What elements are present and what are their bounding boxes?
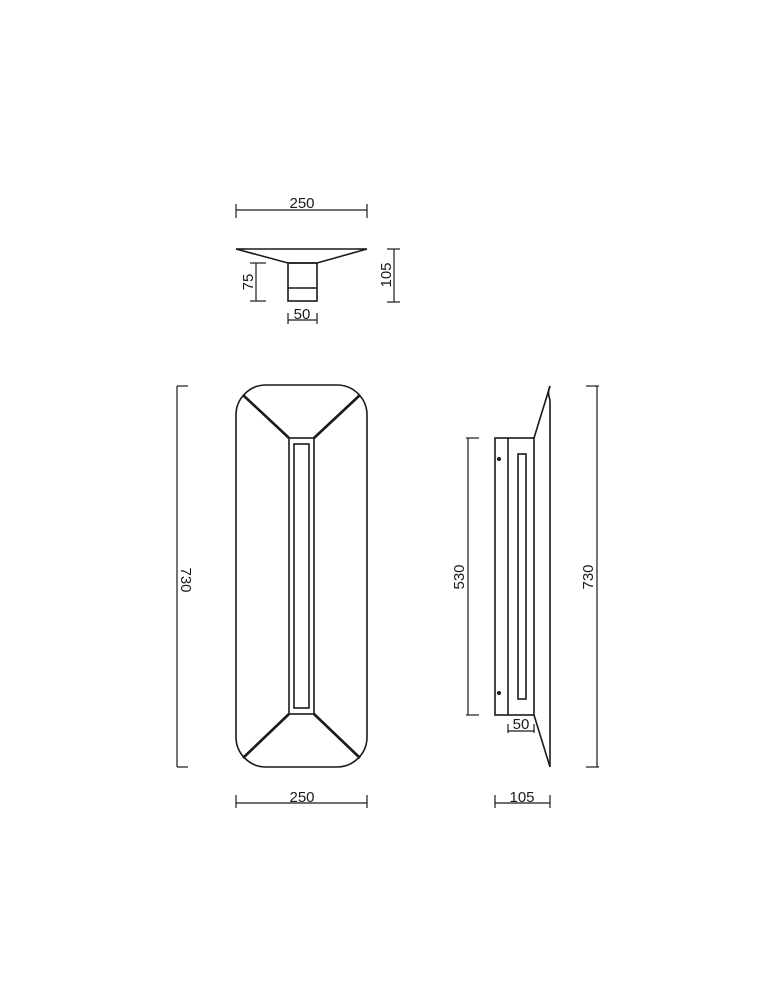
bevel-bottom-right [313,713,361,759]
stem-width-dimension: 50 [287,306,318,324]
front-width-label: 250 [289,789,314,806]
top-height-label: 105 [378,262,395,287]
side-body-height-label: 530 [451,564,468,589]
side-shade [533,385,551,768]
top-width-label: 250 [289,195,314,212]
side-body [494,437,535,716]
top-view: 250 75 105 [235,195,400,324]
front-view: 730 250 [176,384,368,808]
top-shade [235,248,368,264]
stem-height-dimension: 75 [240,262,266,302]
side-light-slot [517,453,527,700]
light-channel-inner [293,443,310,709]
side-total-depth-dimension: 105 [494,789,551,808]
top-stem [287,262,318,302]
bevel-bottom-left [242,713,290,759]
top-height-dimension: 105 [378,248,400,303]
side-total-depth-label: 105 [509,789,534,806]
side-total-height-dimension: 730 [580,385,599,768]
light-channel-outer [288,437,315,715]
stem-width-label: 50 [294,306,311,323]
side-total-height-label: 730 [580,564,597,589]
front-height-dimension: 730 [176,385,194,768]
front-body-outline [235,384,368,768]
top-width-dimension: 250 [235,195,368,218]
screw-bottom-icon [497,691,501,695]
side-body-depth-label: 50 [513,716,530,733]
side-body-depth-dimension: 50 [507,716,535,733]
stem-height-label: 75 [240,274,257,291]
side-view: 530 730 50 105 [451,385,599,808]
screw-top-icon [497,457,501,461]
bevel-top-right [313,394,361,439]
bevel-top-left [242,394,290,439]
side-body-height-dimension: 530 [451,437,479,716]
front-width-dimension: 250 [235,789,368,808]
front-height-label: 730 [177,567,194,592]
